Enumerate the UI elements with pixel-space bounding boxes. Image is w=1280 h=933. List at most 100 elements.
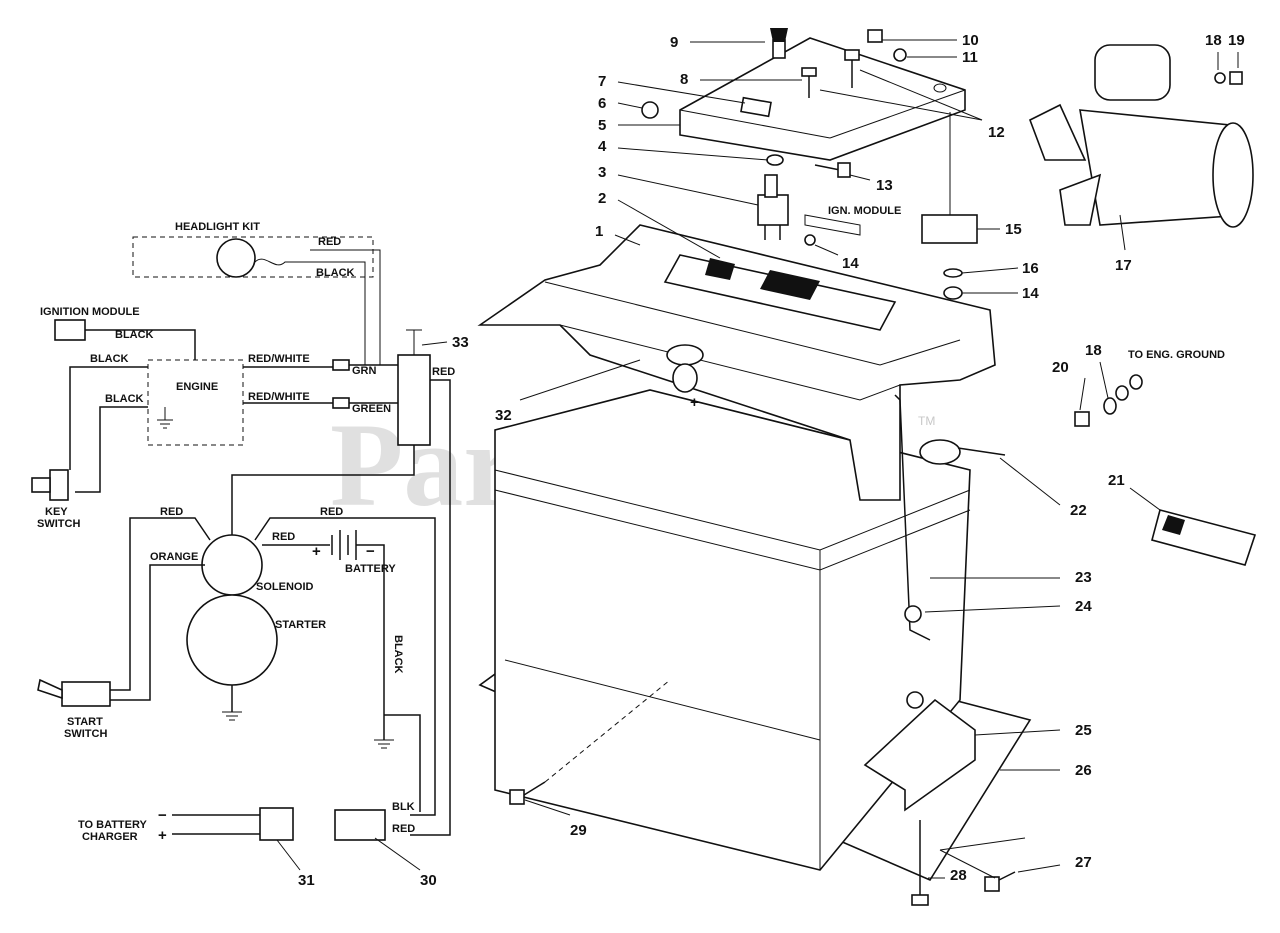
bolt-12 — [844, 49, 860, 88]
svg-text:SOLENOID: SOLENOID — [256, 581, 314, 593]
svg-text:14: 14 — [1022, 285, 1039, 302]
svg-text:18: 18 — [1205, 32, 1222, 49]
svg-text:9: 9 — [670, 34, 678, 51]
svg-text:12: 12 — [988, 124, 1005, 141]
battery-cable-clamp — [919, 439, 961, 465]
ground-symbol — [157, 407, 173, 429]
solenoid — [201, 534, 263, 596]
svg-text:10: 10 — [962, 32, 979, 49]
svg-text:8: 8 — [680, 71, 688, 88]
svg-text:RED: RED — [272, 531, 295, 543]
svg-text:3: 3 — [598, 164, 606, 181]
svg-text:−: − — [158, 807, 167, 824]
svg-text:SWITCH: SWITCH — [37, 518, 80, 530]
svg-text:RED: RED — [318, 236, 341, 248]
module-15 — [921, 214, 978, 244]
svg-text:18: 18 — [1085, 342, 1102, 359]
fuse-holder — [397, 354, 431, 446]
svg-text:30: 30 — [420, 872, 437, 889]
washer-11 — [893, 48, 907, 62]
watermark-tm: TM — [918, 414, 935, 428]
svg-text:29: 29 — [570, 822, 587, 839]
svg-text:11: 11 — [962, 49, 978, 66]
svg-text:16: 16 — [1022, 260, 1039, 277]
hold-down-bracket — [863, 698, 976, 812]
svg-text:RED: RED — [320, 506, 343, 518]
engine-label: ENGINE — [176, 381, 218, 393]
washer-4 — [766, 154, 784, 166]
bolt-8 — [801, 67, 817, 98]
svg-text:26: 26 — [1075, 762, 1092, 779]
svg-text:7: 7 — [598, 73, 606, 90]
ign-module-bracket — [804, 214, 861, 236]
battery-symbol — [331, 530, 357, 560]
svg-text:GRN: GRN — [352, 365, 377, 377]
svg-text:RED: RED — [392, 823, 415, 835]
washer-16 — [943, 268, 963, 278]
nut-6 — [641, 101, 659, 119]
svg-text:BLACK: BLACK — [105, 393, 144, 405]
ignition-module-box — [54, 319, 86, 341]
svg-text:21: 21 — [1108, 472, 1125, 489]
svg-text:RED/WHITE: RED/WHITE — [248, 353, 310, 365]
svg-text:27: 27 — [1075, 854, 1092, 871]
svg-text:−: − — [366, 543, 375, 560]
screw-13 — [814, 162, 851, 178]
hold-down-rod — [894, 394, 931, 641]
plate-decal — [740, 96, 772, 118]
svg-text:START: START — [67, 716, 103, 728]
bolt-29 — [509, 679, 671, 805]
svg-text:RED/WHITE: RED/WHITE — [248, 391, 310, 403]
connector-31 — [259, 807, 294, 841]
svg-text:BLK: BLK — [392, 801, 415, 813]
svg-text:31: 31 — [298, 872, 315, 889]
nut-19 — [1229, 71, 1243, 85]
washer-18 — [1214, 72, 1226, 84]
svg-text:IGN. MODULE: IGN. MODULE — [828, 205, 901, 217]
svg-text:28: 28 — [950, 867, 967, 884]
svg-text:BLACK: BLACK — [115, 329, 154, 341]
svg-text:+: + — [158, 827, 167, 844]
screw-10 — [867, 29, 883, 43]
svg-text:22: 22 — [1070, 502, 1087, 519]
svg-text:33: 33 — [452, 334, 469, 351]
bolt-27 — [984, 871, 1016, 892]
bolt-20 — [1074, 411, 1090, 427]
svg-text:25: 25 — [1075, 722, 1092, 739]
svg-text:4: 4 — [598, 138, 607, 155]
svg-text:SWITCH: SWITCH — [64, 728, 107, 740]
svg-text:+: + — [312, 543, 321, 560]
svg-text:RED: RED — [432, 366, 455, 378]
svg-text:STARTER: STARTER — [275, 619, 326, 631]
svg-text:BLACK: BLACK — [392, 635, 404, 674]
nut-14-a — [804, 234, 816, 246]
svg-text:TO ENG. GROUND: TO ENG. GROUND — [1128, 349, 1225, 361]
headlight-kit-box — [132, 236, 374, 278]
toggle-switch-3 — [757, 174, 789, 240]
knob-9 — [772, 39, 786, 59]
battery — [494, 389, 971, 871]
svg-text:19: 19 — [1228, 32, 1245, 49]
svg-text:+: + — [690, 394, 699, 411]
decal-21 — [1151, 509, 1257, 566]
svg-text:5: 5 — [598, 117, 606, 134]
washer-18-b — [1103, 397, 1117, 415]
battery-cover — [477, 224, 996, 501]
ignition-module-label: IGNITION MODULE — [40, 306, 140, 318]
headlight-kit-label: HEADLIGHT KIT — [175, 221, 260, 233]
svg-text:6: 6 — [598, 95, 606, 112]
svg-text:CHARGER: CHARGER — [82, 831, 138, 843]
svg-text:TO BATTERY: TO BATTERY — [78, 819, 148, 831]
svg-text:13: 13 — [876, 177, 893, 194]
svg-text:32: 32 — [495, 407, 512, 424]
engine-box — [147, 359, 244, 446]
svg-text:BLACK: BLACK — [316, 267, 355, 279]
starter-motor — [186, 594, 278, 686]
svg-text:17: 17 — [1115, 257, 1132, 274]
svg-text:15: 15 — [1005, 221, 1022, 238]
svg-text:RED: RED — [160, 506, 183, 518]
svg-text:BATTERY: BATTERY — [345, 563, 396, 575]
key-switch — [49, 469, 69, 501]
exploded-view: + — [477, 28, 1257, 906]
